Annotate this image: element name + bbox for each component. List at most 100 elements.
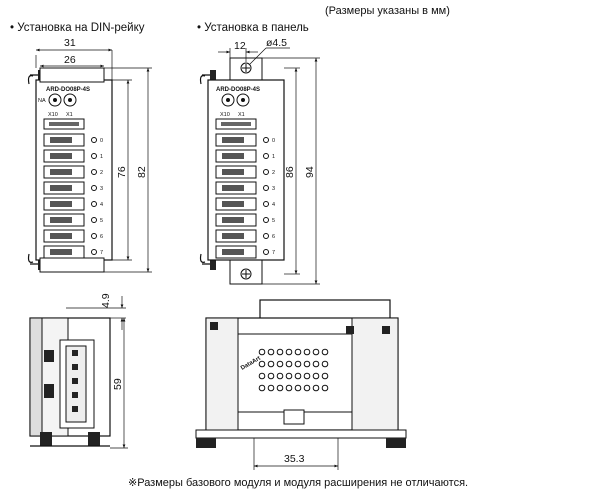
panel-channel-led bbox=[263, 201, 269, 207]
terminal-pin bbox=[312, 348, 320, 356]
footer-note: ※Размеры базового модуля и модуля расшир… bbox=[128, 477, 469, 489]
panel-heading: • Установка в панель bbox=[197, 22, 309, 34]
terminal-pin bbox=[321, 360, 329, 368]
panel-title: Установка в панель bbox=[204, 22, 309, 34]
din-height-outer: 82 bbox=[136, 166, 148, 178]
din-switch-left-label: X10 bbox=[48, 112, 58, 118]
terminal-pin bbox=[303, 360, 311, 368]
din-channel-led bbox=[91, 249, 97, 255]
panel-channel-label: 7 bbox=[272, 250, 275, 256]
panel-channel-label: 6 bbox=[272, 234, 275, 240]
panel-channel-connector bbox=[222, 169, 244, 175]
terminal-pin bbox=[267, 384, 275, 392]
terminal-pin bbox=[294, 384, 302, 392]
din-channel-label: 7 bbox=[100, 250, 103, 256]
din-channel-label: 6 bbox=[100, 234, 103, 240]
din-channel-label: 5 bbox=[100, 218, 103, 224]
din-channel-label: 3 bbox=[100, 186, 103, 192]
terminal-pin bbox=[258, 360, 266, 368]
panel-channel-led bbox=[263, 137, 269, 143]
panel-channel-connector bbox=[222, 201, 244, 207]
din-na-label: NA bbox=[38, 98, 46, 104]
din-channel-connector bbox=[50, 169, 72, 175]
terminal-pin bbox=[267, 372, 275, 380]
panel-channel-label: 0 bbox=[272, 138, 275, 144]
units-note: (Размеры указаны в мм) bbox=[325, 5, 450, 17]
terminal-pin bbox=[267, 348, 275, 356]
terminal-pin bbox=[303, 372, 311, 380]
terminal-pin bbox=[294, 372, 302, 380]
terminal-pin bbox=[267, 360, 275, 368]
din-channel-led bbox=[91, 169, 97, 175]
terminal-pin bbox=[303, 348, 311, 356]
side-top-dim: 4.9 bbox=[100, 293, 112, 308]
terminal-pin bbox=[321, 372, 329, 380]
din-channel-label: 4 bbox=[100, 202, 103, 208]
din-channel-connector bbox=[50, 217, 72, 223]
terminal-pin bbox=[285, 360, 293, 368]
panel-channel-label: 3 bbox=[272, 186, 275, 192]
panel-channel-label: 4 bbox=[272, 202, 275, 208]
terminal-pin bbox=[294, 360, 302, 368]
panel-channel-connector bbox=[222, 137, 244, 143]
bottom-dimensions: 35.3 bbox=[253, 438, 339, 470]
panel-channel-led bbox=[263, 233, 269, 239]
side-view bbox=[29, 317, 111, 447]
terminal-pin bbox=[258, 348, 266, 356]
terminal-pin bbox=[276, 372, 284, 380]
panel-channel-connector bbox=[222, 233, 244, 239]
terminal-pin bbox=[285, 348, 293, 356]
panel-channel-led bbox=[263, 169, 269, 175]
panel-switch-right-label: X1 bbox=[238, 112, 245, 118]
panel-dimensions: 12 ø4.5 86 94 bbox=[218, 37, 320, 285]
bottom-view: DataArt bbox=[195, 299, 407, 448]
panel-channel-connector bbox=[222, 185, 244, 191]
din-channel-led bbox=[91, 233, 97, 239]
side-dimensions: 4.9 59 bbox=[66, 293, 128, 449]
panel-channel-label: 5 bbox=[272, 218, 275, 224]
din-channel-connector bbox=[50, 249, 72, 255]
terminal-pin bbox=[303, 384, 311, 392]
din-channel-led bbox=[91, 185, 97, 191]
din-channel-led bbox=[91, 201, 97, 207]
din-dimensions: 31 26 76 82 bbox=[35, 37, 152, 273]
terminal-pin bbox=[276, 348, 284, 356]
panel-channel-led bbox=[263, 153, 269, 159]
din-channel-label: 1 bbox=[100, 154, 103, 160]
din-channel-label: 0 bbox=[100, 138, 103, 144]
terminal-pin bbox=[312, 360, 320, 368]
panel-channel-connector bbox=[222, 153, 244, 159]
din-channel-label: 2 bbox=[100, 170, 103, 176]
terminal-pin bbox=[312, 372, 320, 380]
panel-hole: ø4.5 bbox=[266, 37, 287, 49]
terminal-pin bbox=[321, 384, 329, 392]
terminal-pin bbox=[294, 348, 302, 356]
din-channel-led bbox=[91, 137, 97, 143]
terminal-pin bbox=[285, 384, 293, 392]
din-height-inner: 76 bbox=[116, 166, 128, 178]
terminal-pin bbox=[276, 384, 284, 392]
panel-height-outer: 94 bbox=[304, 166, 316, 178]
bottom-width-dim: 35.3 bbox=[284, 453, 305, 465]
panel-model-label: ARD-DO08P-4S bbox=[216, 87, 260, 93]
din-width-inner: 26 bbox=[64, 54, 76, 66]
panel-channel-label: 1 bbox=[272, 154, 275, 160]
din-rail-heading: • Установка на DIN-рейку bbox=[10, 22, 145, 34]
din-channel-connector bbox=[50, 153, 72, 159]
panel-height-inner: 86 bbox=[284, 166, 296, 178]
terminal-pin bbox=[258, 372, 266, 380]
panel-channel-label: 2 bbox=[272, 170, 275, 176]
din-rail-title: Установка на DIN-рейку bbox=[17, 22, 145, 34]
side-height-dim: 59 bbox=[112, 378, 124, 390]
din-width-outer: 31 bbox=[64, 37, 76, 49]
din-channel-led bbox=[91, 153, 97, 159]
din-channel-connector bbox=[50, 201, 72, 207]
din-channel-connector bbox=[50, 137, 72, 143]
din-channel-led bbox=[91, 217, 97, 223]
panel-channel-connector bbox=[222, 249, 244, 255]
panel-channel-led bbox=[263, 249, 269, 255]
panel-offset: 12 bbox=[234, 40, 246, 52]
